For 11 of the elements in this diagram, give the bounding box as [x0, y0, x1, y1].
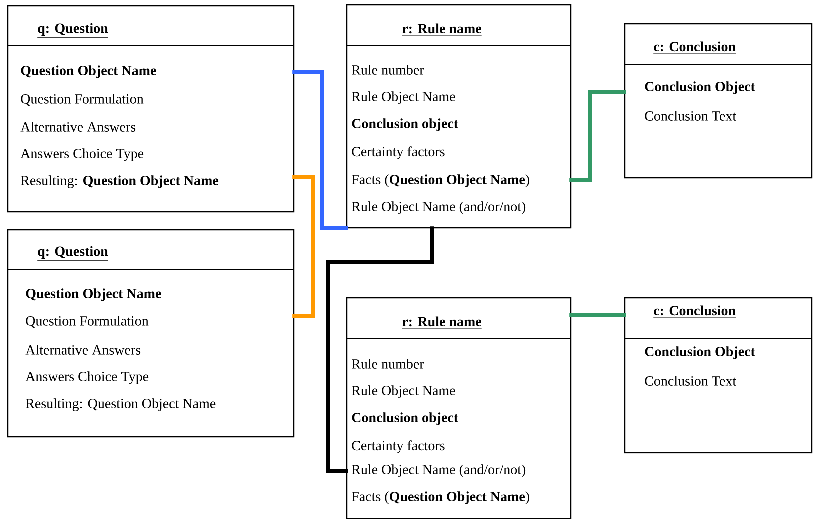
connector-line	[326, 226, 434, 473]
class-box: q: Question Question Object Name Question Formulation Alternative Answers Answers Choice Type Resulting: Question Object Name	[7, 5, 295, 213]
class-box: c: Conclusion Conclusion Object Conclusion Text	[624, 23, 813, 179]
connector-line	[292, 175, 315, 318]
connector-line	[570, 313, 626, 317]
class-box: q: Question Question Object Name Question Formulation Alternative Answers Answers Choice Type Resulting: Question Object Name	[7, 229, 295, 438]
class-box: r: Rule name Rule number Rule Object Name Conclusion object Certainty factors Rule Object Name (and/or/not) Facts (Question Object Name)	[346, 297, 572, 519]
connector-line	[292, 70, 348, 230]
connector-line	[570, 90, 626, 182]
class-box: r: Rule name Rule number Rule Object Name Conclusion object Certainty factors Facts (Question Object Name) Rule Object Name (and/or/not)	[346, 4, 572, 229]
class-box: c: Conclusion Conclusion Object Conclusion Text	[624, 297, 813, 454]
